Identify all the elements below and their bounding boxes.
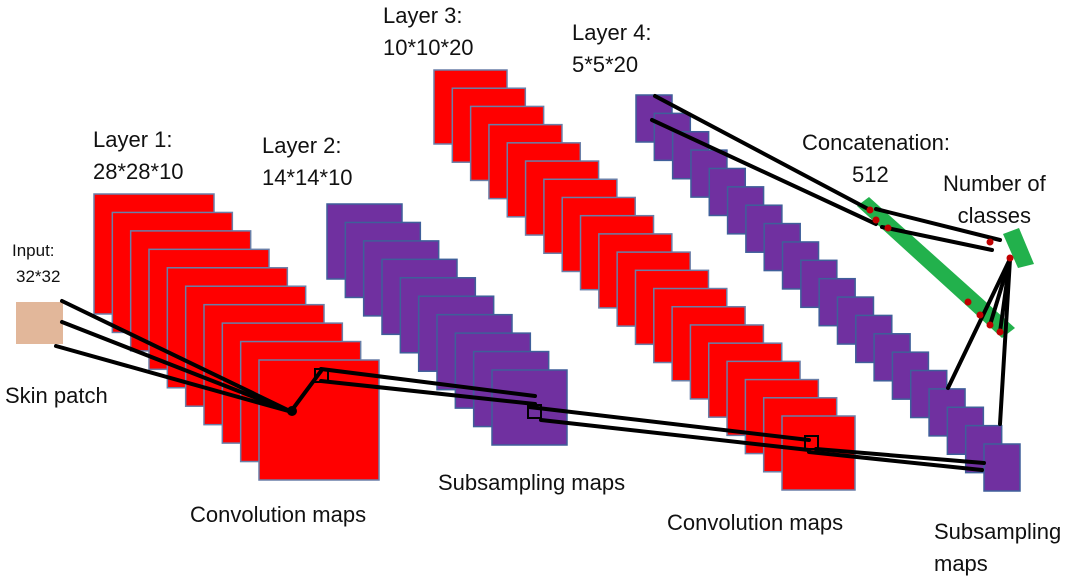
neuron-dot-8 [986,238,994,246]
connection-line-11 [653,94,872,212]
layer1-dims: 28*28*10 [93,159,184,184]
concatenation-size: 512 [852,162,889,187]
layer1-label: Layer 1: 28*28*10 [93,124,184,188]
sub2-caption-line2: maps [934,551,988,576]
connection-line-1 [60,299,294,414]
layer3-label: Layer 3: 10*10*20 [383,0,474,64]
neuron-dot-4 [964,298,972,306]
neuron-dot-1 [866,206,874,214]
receptive-field-box-2 [527,404,542,419]
connection-line-2 [60,320,294,414]
sub1-caption: Subsampling maps [438,470,626,495]
convergence-point [287,406,297,416]
connection-line-10 [807,450,984,472]
input-label-line1: Input: [12,241,55,260]
layer3-title: Layer 3: [383,3,463,28]
layer2-dims: 14*14*10 [262,165,353,190]
connection-line-12 [650,118,878,226]
sub2-caption: Subsampling maps [934,516,1061,580]
classes-label-line1: Number of [943,171,1046,196]
input-label: Input: 32*32 [12,238,60,290]
neuron-dot-5 [976,311,984,319]
connection-line-14 [880,225,994,252]
connection-line-7 [527,405,811,442]
connection-line-9 [814,447,986,465]
layer1-map-10 [258,359,380,481]
concatenation-title: Concatenation: [802,130,950,155]
connection-line-4 [290,369,323,412]
connection-line-18 [998,257,1012,426]
classes-bar [1003,228,1034,268]
layer4-dims: 5*5*20 [572,52,639,77]
receptive-field-box-1 [314,368,329,383]
connection-line-3 [54,344,294,414]
layer2-label: Layer 2: 14*14*10 [262,130,353,194]
concatenation-bar [857,197,1015,338]
layer4-label: Layer 4: 5*5*20 [572,17,652,81]
connection-line-13 [874,207,1002,242]
neuron-dot-3 [884,224,892,232]
connection-line-5 [319,367,537,398]
layer2-title: Layer 2: [262,133,342,158]
connection-line-15 [946,257,1012,390]
layer3-dims: 10*10*20 [383,35,474,60]
receptive-field-box-3 [804,435,819,450]
neuron-dot-7 [996,328,1004,336]
layer1-title: Layer 1: [93,127,173,152]
layer4-title: Layer 4: [572,20,652,45]
classes-label-line2: classes [957,203,1032,228]
conv1-caption: Convolution maps [190,502,367,527]
neuron-dot-6 [986,321,994,329]
connection-line-8 [539,418,811,452]
skin-patch-image [16,302,63,344]
layer4-map-20 [983,443,1021,492]
connection-line-6 [319,379,537,406]
classes-label: Number of classes [943,168,1046,232]
input-size-line: 32*32 [16,267,61,286]
skin-patch-caption: Skin patch [5,383,108,408]
neuron-dot-2 [872,216,880,224]
sub2-caption-line1: Subsampling [934,519,1062,544]
concatenation-label: Concatenation: 512 [802,127,950,191]
conv2-caption: Convolution maps [667,510,844,535]
neuron-dot-9 [1006,254,1014,262]
